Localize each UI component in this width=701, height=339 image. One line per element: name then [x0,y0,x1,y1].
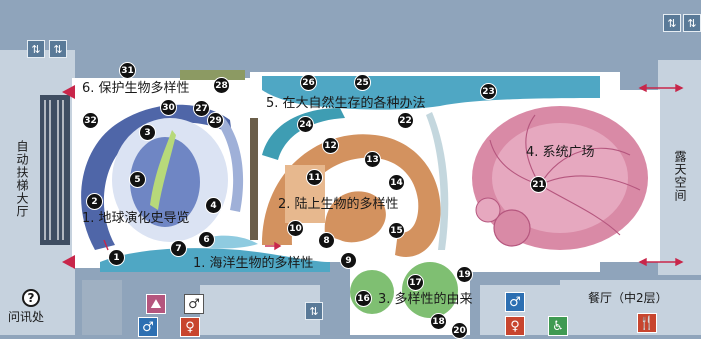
divider-wall [250,118,258,240]
evolution-fossil [150,130,176,210]
restroom-male-icon: ♂ [184,294,204,314]
exhibit-marker-3: 3 [139,124,156,141]
hall-label-4: 4. 系统广场 [526,145,595,160]
exhibit-marker-23: 23 [480,83,497,100]
exhibit-marker-18: 18 [430,313,447,330]
evolution-edge [215,115,244,212]
entry-arrow-bottom [62,255,75,269]
escalator-lines [44,100,64,240]
land-diversity-core [324,191,386,243]
escalator-hall-label: 自动扶梯大厅 [15,140,29,218]
exhibit-marker-10: 10 [287,220,304,237]
exhibit-marker-25: 25 [354,74,371,91]
hall-label-6: 6. 保护生物多样性 [82,81,190,96]
skeleton-exhibit [426,112,449,250]
exhibit-marker-8: 8 [318,232,335,249]
elevator-icon: ⇅ [683,14,701,32]
marine-band-top [262,76,600,110]
exhibit-marker-13: 13 [364,151,381,168]
elevator-icon: ⇅ [27,40,45,58]
restroom-male-icon: ♂ [505,292,525,312]
marine-arc [262,108,345,160]
info-desk-area [0,280,75,335]
terrace-area [658,60,701,275]
exhibit-marker-20: 20 [451,322,468,339]
hall-label-3: 3. 多样性的由来 [378,292,473,307]
exhibit-marker-4: 4 [205,197,222,214]
hall-label-marine: 1. 海洋生物的多样性 [193,256,314,271]
elevator-icon: ⇅ [49,40,67,58]
exhibit-marker-6: 6 [198,231,215,248]
exhibit-marker-1: 1 [108,249,125,266]
restaurant-label: 餐厅（中2层） [588,291,668,305]
baby-room-icon: ⛰ [146,294,166,314]
hall-label-5: 5. 在大自然生存的各种办法 [266,96,426,111]
evolution-outer-ring [81,104,232,250]
exhibit-block-28 [180,70,245,80]
origin-disc-right [402,262,458,318]
exhibit-marker-5: 5 [129,171,146,188]
marine-band-bottom [100,248,330,272]
exhibit-marker-7: 7 [170,240,187,257]
exhibit-marker-22: 22 [397,112,414,129]
restroom-female-icon: ♀ [180,317,200,337]
accessible-restroom-icon: ♿ [548,316,568,336]
service-block-left [82,280,122,335]
exhibit-marker-27: 27 [193,100,210,117]
restaurant-icon: 🍴 [637,313,657,333]
hall-label-2: 2. 陆上生物的多样性 [278,197,399,212]
system-plaza-lines [489,114,641,236]
exhibit-marker-31: 31 [119,62,136,79]
exhibit-marker-14: 14 [388,174,405,191]
plaza-sphere [493,209,531,247]
exhibit-marker-24: 24 [297,116,314,133]
exhibit-marker-12: 12 [322,137,339,154]
restroom-male-icon: ♂ [138,317,158,337]
service-block-center [200,285,320,335]
exhibit-marker-32: 32 [82,112,99,129]
entry-arrow-top [62,85,75,99]
exhibit-marker-11: 11 [306,169,323,186]
flow-arrows [103,83,684,267]
exhibit-marker-16: 16 [355,290,372,307]
evolution-core [130,137,200,227]
plaza-sphere-small [475,197,501,223]
exhibit-marker-15: 15 [388,222,405,239]
elevator-icon: ⇅ [663,14,681,32]
exhibit-marker-21: 21 [530,176,547,193]
info-icon: ? [22,289,40,307]
exhibit-marker-19: 19 [456,266,473,283]
exhibit-marker-2: 2 [86,193,103,210]
exhibit-marker-26: 26 [300,74,317,91]
hall-label-1: 1. 地球演化史导览 [82,211,190,226]
restroom-female-icon: ♀ [505,316,525,336]
info-desk-label: 问讯处 [8,310,45,324]
exhibit-marker-17: 17 [407,274,424,291]
exhibit-marker-28: 28 [213,77,230,94]
exhibit-marker-30: 30 [160,99,177,116]
elevator-icon: ⇅ [305,302,323,320]
restaurant-area [560,280,701,335]
exhibit-marker-29: 29 [207,112,224,129]
terrace-label: 露天空间 [673,150,687,202]
exhibit-marker-9: 9 [340,252,357,269]
land-diversity-spiral [262,134,441,257]
